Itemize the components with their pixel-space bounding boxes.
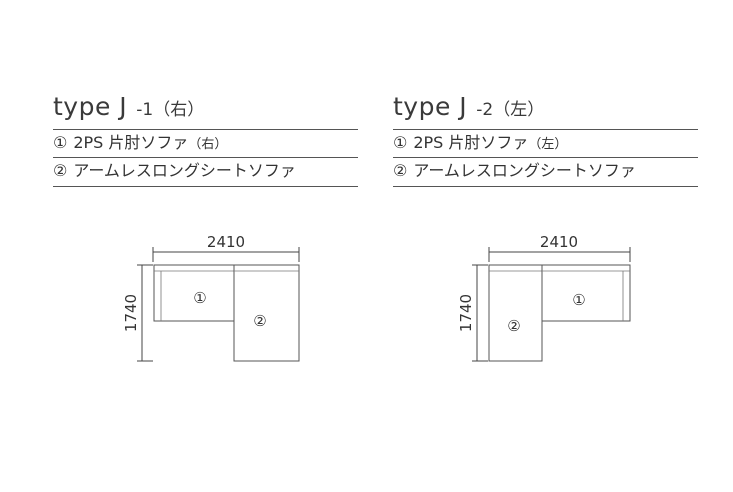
piece-1-label: ①	[193, 289, 206, 307]
rule-top	[53, 129, 358, 130]
rule-bottom	[393, 186, 698, 187]
width-label: 2410	[207, 233, 245, 251]
rule-middle	[393, 157, 698, 158]
rule-top	[393, 129, 698, 130]
piece-2-armless-long-seat-sofa	[488, 264, 543, 362]
title-suffix: -2（左）	[476, 100, 545, 120]
panel-title: type J -2（左）	[393, 92, 544, 122]
title-main: type J	[53, 92, 128, 121]
depth-label: 1740	[122, 294, 140, 332]
piece-2-armless-long-seat-sofa	[233, 264, 300, 362]
sofa-plan-j2: 2410 1740 ② ①	[457, 233, 631, 362]
piece-2-label: ②	[253, 312, 266, 330]
title-main: type J	[393, 92, 468, 121]
panel-title: type J -1（右）	[53, 92, 204, 122]
width-label: 2410	[540, 233, 578, 251]
sofa-plan-j1: 2410 1740 ① ②	[122, 233, 300, 362]
depth-label: 1740	[457, 294, 475, 332]
rule-bottom	[53, 186, 358, 187]
piece-1-2ps-one-arm-sofa	[153, 264, 235, 322]
piece-1-2ps-one-arm-sofa	[541, 264, 631, 322]
title-suffix: -1（右）	[136, 100, 205, 120]
rule-middle	[53, 157, 358, 158]
piece-1-label: ①	[572, 291, 585, 309]
piece-2-label: ②	[507, 317, 520, 335]
